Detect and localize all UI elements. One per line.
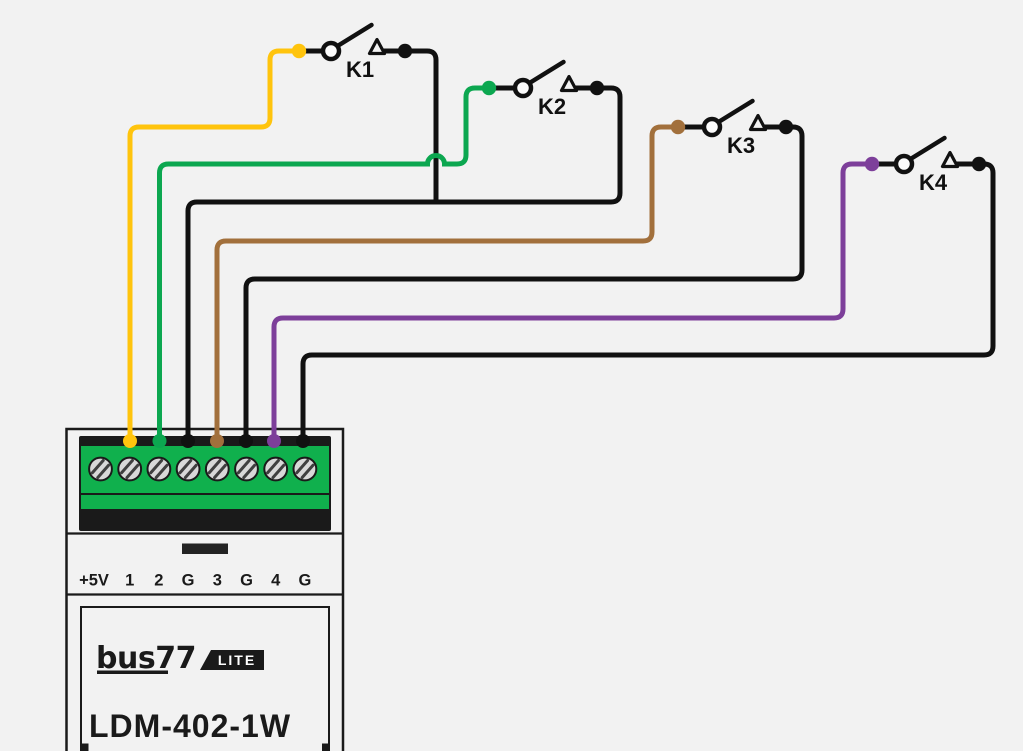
din-clip-foot-left <box>81 743 89 751</box>
black-wires <box>181 48 996 448</box>
screw-slot-line <box>271 463 286 479</box>
k1-wire-dot <box>291 43 307 59</box>
k4-wire-dot <box>864 156 880 172</box>
brand-underline <box>97 670 168 674</box>
switch-k1: K1 <box>291 22 413 82</box>
k4-contact-dot <box>971 156 987 172</box>
din-clip-foot-right <box>322 743 329 751</box>
terminal-label-6-G: G <box>240 572 253 590</box>
brand-badge-text: LITE <box>218 652 256 668</box>
k4-label: K4 <box>919 170 948 195</box>
terminal-screw-2 <box>117 456 143 482</box>
wire-green-k2-to-terminal-2 <box>157 85 492 444</box>
screw-slot-line <box>236 459 251 475</box>
screw-slot-line <box>266 459 280 475</box>
k2-label: K2 <box>538 94 566 119</box>
k1-contact-circle <box>320 40 342 62</box>
terminal-label-5-3: 3 <box>213 572 222 590</box>
screw-slot-line <box>149 459 164 475</box>
wire-k4-to-terminal-g3 <box>300 161 996 444</box>
terminal-dot-g2 <box>239 434 253 448</box>
k1-button-triangle-icon <box>367 37 387 56</box>
screw-slot-line <box>213 463 227 479</box>
k2-contact-circle <box>512 77 534 99</box>
screw-slot-line <box>183 463 198 479</box>
k4-contact-circle <box>893 153 915 175</box>
screw-slot-line <box>300 463 315 479</box>
screw-slot-line <box>207 459 222 475</box>
switch-k4: K4 <box>864 135 987 195</box>
terminal-dot-g1 <box>181 434 195 448</box>
terminal-screw-8 <box>292 456 318 482</box>
device-faceplate <box>80 606 330 751</box>
terminal-dot-3 <box>210 434 224 448</box>
switch-k3: K3 <box>670 98 794 158</box>
device-notch <box>182 543 228 554</box>
k4-button-triangle-icon <box>940 150 960 169</box>
k3-contact-circle <box>701 116 723 138</box>
switch-k2: K2 <box>481 59 605 119</box>
k3-lever <box>716 98 755 125</box>
terminal-label-3-2: 2 <box>154 572 163 590</box>
screw-slot-line <box>90 459 105 475</box>
k2-lever <box>527 59 566 86</box>
terminal-label-1-plus5V: +5V <box>79 572 109 590</box>
terminal-screw-7 <box>263 456 289 482</box>
k3-wire-dot <box>670 119 686 135</box>
screw-slot-line <box>295 459 310 475</box>
k4-lever <box>908 135 947 162</box>
k3-label: K3 <box>727 133 755 158</box>
terminal-dot-1 <box>123 434 137 448</box>
screw-slot-line <box>125 463 140 479</box>
terminal-screw-1 <box>88 456 113 482</box>
terminal-label-4-G: G <box>182 572 195 590</box>
k2-contact-dot <box>589 80 605 96</box>
wire-k2-to-terminal-g1 <box>185 85 623 444</box>
wire-k3-to-terminal-g2 <box>243 124 805 444</box>
terminal-dot-g3 <box>296 434 310 448</box>
screw-slot-line <box>120 459 134 475</box>
terminal-label-8-G: G <box>298 572 311 590</box>
brand-logo: bus77 LITE <box>96 641 264 676</box>
k1-contact-dot <box>397 43 413 59</box>
screw-slot-line <box>178 459 193 475</box>
k1-lever <box>335 22 374 49</box>
terminal-block-green <box>81 446 329 509</box>
brand-badge <box>200 650 264 670</box>
k2-button-triangle-icon <box>559 74 579 93</box>
wire-brown-k3-to-terminal-3 <box>214 124 681 444</box>
device-model-text: LDM-402-1W <box>89 708 291 744</box>
terminal-dot-4 <box>267 434 281 448</box>
terminal-dot-2 <box>152 434 167 448</box>
k3-button-triangle-icon <box>748 113 768 132</box>
wire-yellow-k1-to-terminal-1 <box>127 48 302 444</box>
k1-label: K1 <box>346 57 374 82</box>
wire-purple-k4-to-terminal-4 <box>271 161 875 444</box>
terminal-label-2-1: 1 <box>125 572 134 590</box>
k3-contact-dot <box>778 119 794 135</box>
terminal-screws <box>88 456 318 482</box>
brand-text: bus77 <box>96 641 196 676</box>
terminal-screw-4 <box>175 456 201 482</box>
screw-slot-line <box>242 463 257 479</box>
terminal-screw-3 <box>146 456 172 482</box>
k2-wire-dot <box>481 80 497 96</box>
screw-slot-line <box>154 463 169 479</box>
terminal-screw-5 <box>204 456 230 482</box>
terminal-label-7-4: 4 <box>271 572 281 590</box>
screw-slot-line <box>96 463 111 479</box>
terminal-screw-6 <box>234 456 259 482</box>
wire-k1-to-ground-bus <box>381 48 439 205</box>
